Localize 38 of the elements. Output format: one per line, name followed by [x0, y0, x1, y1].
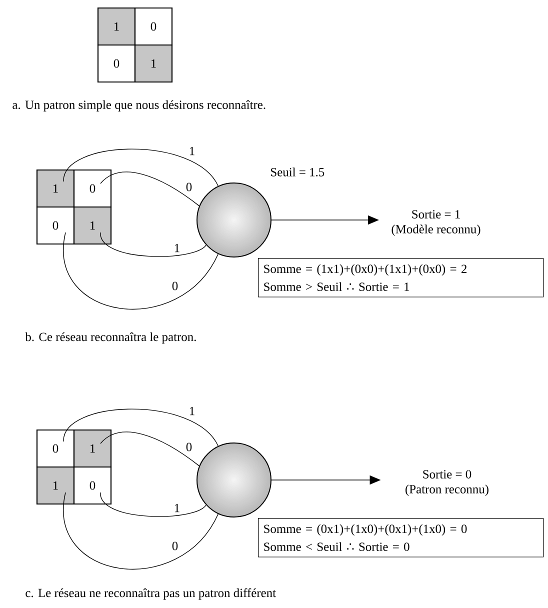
caption: b. Ce réseau reconnaîtra le patron. — [25, 332, 196, 344]
grid-cell: 0 — [36, 429, 75, 468]
connection-line — [63, 148, 218, 186]
grid-cell: 0 — [73, 466, 112, 505]
edge-label: 0 — [184, 442, 194, 452]
edge-label: 1 — [188, 406, 196, 416]
connection-line — [100, 492, 206, 517]
output-text: Sortie = 1 (Modèle reconnu) — [392, 210, 480, 236]
grid-cell: 0 — [97, 44, 136, 83]
edge-label: 0 — [170, 540, 180, 552]
neuron-circle — [196, 182, 272, 258]
caption: c. Le réseau ne reconnaîtra pas un patron différent — [26, 588, 276, 600]
edge-label: 0 — [170, 280, 180, 292]
caption: a. Un patron simple que nous désirons reconnaître. — [12, 100, 266, 112]
connection-line — [100, 232, 206, 257]
edge-label: 1 — [172, 502, 182, 514]
connection-line — [63, 232, 218, 310]
edge-label: 1 — [188, 146, 196, 156]
grid-cell: 1 — [73, 429, 112, 468]
grid-cell: 1 — [36, 169, 75, 208]
grid-cell: 1 — [36, 466, 75, 505]
connection-line — [63, 408, 218, 446]
grid-cell: 0 — [134, 7, 173, 46]
edge-label: 1 — [172, 242, 182, 254]
formula-box: Somme = (1x1)+(0x0)+(1x1)+(0x0) = 2 Somme > Seuil ∴ Sortie = 1 — [258, 258, 544, 298]
grid-cell: 0 — [36, 206, 75, 245]
connection-line — [100, 432, 200, 466]
neuron-circle — [196, 442, 272, 518]
grid-cell: 1 — [134, 44, 173, 83]
threshold-label: Seuil = 1.5 — [271, 168, 324, 176]
formula-box: Somme = (0x1)+(1x0)+(0x1)+(1x0) = 0 Somme < Seuil ∴ Sortie = 0 — [258, 518, 544, 558]
edge-label: 0 — [184, 182, 194, 192]
grid-cell: 1 — [73, 206, 112, 245]
output-text: Sortie = 0 (Patron reconnu) — [406, 470, 488, 496]
connection-line — [100, 172, 200, 206]
grid-cell: 1 — [97, 7, 136, 46]
grid-cell: 0 — [73, 169, 112, 208]
connection-line — [63, 492, 218, 570]
